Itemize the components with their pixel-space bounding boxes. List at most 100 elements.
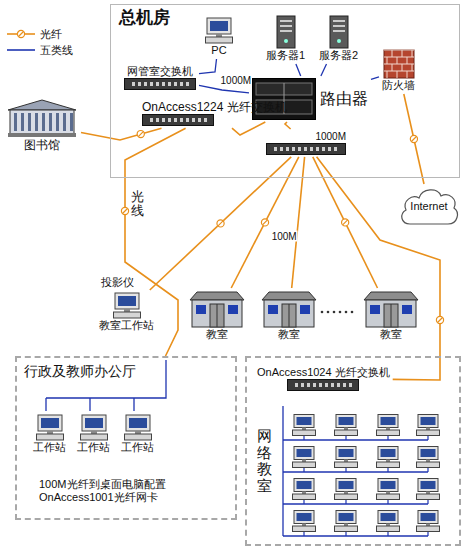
cat5-wire: [283, 439, 428, 440]
node-text: 投影仪: [101, 276, 134, 289]
connector: [81, 128, 162, 140]
node-text: 网络教室: [257, 428, 272, 494]
node-text: 教室: [278, 328, 300, 341]
dot: [345, 311, 348, 314]
base: [417, 526, 440, 532]
node-text: 路由器: [320, 90, 368, 109]
dot: [321, 311, 324, 314]
server-icon: [276, 15, 296, 49]
monitor: [294, 511, 314, 524]
workstation-node: 教室工作站: [96, 290, 157, 334]
base: [377, 462, 400, 468]
node-text: 网管室交换机: [127, 65, 193, 78]
lab-computer: [335, 511, 358, 532]
fiber-mark: [343, 220, 348, 225]
screen: [421, 417, 436, 425]
cat5-wire: [387, 532, 388, 536]
workstation-node: 工作站: [74, 412, 113, 456]
node-text: 工作站: [33, 441, 66, 454]
fiber-mark: [410, 135, 417, 142]
base: [293, 494, 316, 500]
fiber-mark: [138, 132, 143, 137]
fiber-mark: [19, 32, 24, 37]
lab-computer: [335, 415, 358, 436]
switch-node: 网管室交换机: [121, 63, 199, 92]
monitor: [418, 447, 438, 460]
base: [417, 430, 440, 436]
connector: [371, 77, 379, 80]
firewall-node: 防火墙: [379, 47, 418, 94]
connector: [232, 122, 265, 135]
node-text: 图书馆: [24, 138, 60, 152]
monitor: [418, 511, 438, 524]
node-text: PC: [211, 44, 226, 57]
screen: [297, 513, 312, 521]
cat5-wire: [427, 532, 428, 536]
dot: [339, 311, 342, 314]
node-text: OnAccess1024 光纤交换机: [257, 366, 390, 379]
node-text: OnAccess1224 光纤交换机: [142, 100, 287, 114]
legend: 光纤五类线: [6, 26, 73, 58]
monitor: [294, 447, 314, 460]
office-region: 行政及教师办公厅100M光纤到桌面电脑配置 OnAccess1001光纤网卡工作…: [15, 356, 237, 520]
fiber-mark: [261, 219, 268, 226]
connector: [199, 85, 249, 92]
lab-region: 网络教室 OnAccess1024 光纤交换机: [245, 356, 461, 546]
node-text: 工作站: [77, 441, 110, 454]
cat5-wire: [427, 468, 428, 472]
node-text: 教室: [206, 328, 228, 341]
router-node: 路由器: [249, 76, 371, 122]
classroom-icon: [363, 290, 419, 328]
screen: [339, 417, 354, 425]
cat5-wire: [387, 436, 388, 440]
switch-icon: [124, 78, 196, 90]
cat5-wire: [345, 468, 346, 472]
monitor: [378, 479, 398, 492]
screen: [297, 481, 312, 489]
lab-computer: [377, 415, 400, 436]
cat5-wire: [282, 406, 283, 536]
cat5-wire: [303, 532, 304, 536]
server-node: 服务器1: [263, 13, 308, 64]
lab-computer: [377, 479, 400, 500]
workstation-node: 工作站: [118, 412, 157, 456]
lab-computer: [417, 479, 440, 500]
base: [417, 494, 440, 500]
node-text: 1000M: [315, 131, 346, 143]
legend-sample: [6, 45, 36, 55]
lab-computer: [293, 511, 316, 532]
dot: [327, 311, 330, 314]
connector: [321, 64, 327, 76]
monitor: [294, 479, 314, 492]
connector: [317, 157, 440, 380]
connector: [231, 157, 299, 288]
cat5-wire: [283, 471, 428, 472]
base: [293, 526, 316, 532]
screen: [381, 417, 396, 425]
connector: [292, 157, 305, 288]
fiber-mark: [342, 219, 349, 226]
base: [293, 462, 316, 468]
computer-icon: [204, 17, 234, 44]
monitor: [378, 447, 398, 460]
cat5-wire: [387, 500, 388, 504]
base: [335, 430, 358, 436]
connector: [313, 157, 378, 288]
server-icon: [329, 15, 349, 49]
monitor: [336, 415, 356, 428]
library-icon: [6, 98, 78, 138]
cat5-wire: [89, 398, 90, 411]
screen: [381, 513, 396, 521]
cat5-wire: [303, 500, 304, 504]
screen: [381, 481, 396, 489]
node-text: Internet: [410, 200, 447, 213]
switch-icon: [266, 143, 346, 155]
classroom-node: 教室: [360, 288, 422, 343]
dot: [351, 311, 354, 314]
node-text: 防火墙: [382, 79, 415, 92]
core-switch-node: 1000M: [263, 129, 349, 157]
library-node: 图书馆: [3, 96, 81, 154]
pc-node: PC: [201, 15, 237, 59]
internet-cloud: Internet: [398, 184, 460, 228]
legend-row: 光纤: [6, 26, 73, 42]
